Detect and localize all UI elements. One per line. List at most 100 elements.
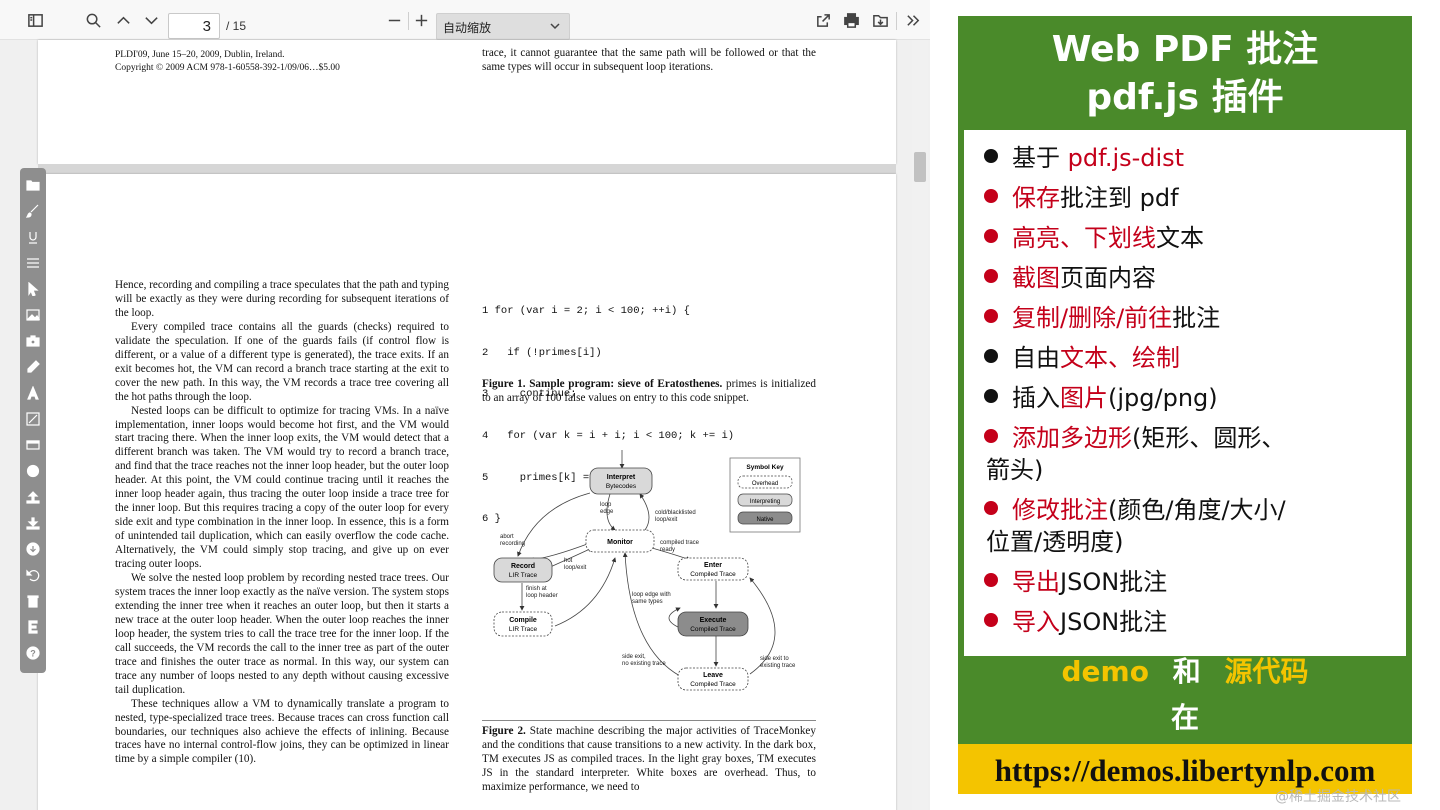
- code-line: 2 if (!primes[i]): [482, 346, 602, 359]
- watermark: @稀土掘金技术社区: [1275, 789, 1401, 805]
- arrow-down-circle-icon[interactable]: [26, 542, 40, 556]
- copyright-line: Copyright © 2009 ACM 978-1-60558-392-1/0…: [115, 62, 340, 73]
- paragraph: Nested loops can be difficult to optimiz…: [115, 404, 449, 571]
- print-icon[interactable]: [840, 9, 862, 31]
- open-file-icon[interactable]: [812, 9, 834, 31]
- chevron-up-icon[interactable]: [112, 9, 134, 31]
- scrollbar-thumb[interactable]: [914, 152, 926, 182]
- promo-title-line: pdf.js 插件: [1086, 77, 1284, 118]
- copyright-block: PLDI'09, June 15–20, 2009, Dublin, Irela…: [115, 49, 340, 74]
- pointer-icon[interactable]: [26, 281, 40, 297]
- feature-item: 保存批注到 pdf: [984, 178, 1179, 213]
- node-monitor: Monitor: [585, 529, 655, 553]
- line-icon[interactable]: [26, 412, 40, 426]
- paragraph: Every compiled trace contains all the gu…: [115, 320, 449, 403]
- code-line: 6 }: [482, 513, 501, 526]
- bullet-icon: [984, 269, 998, 283]
- circle-icon[interactable]: [26, 464, 40, 478]
- demo-word: demo: [1061, 655, 1149, 688]
- search-icon[interactable]: [82, 9, 104, 31]
- bullet-icon: [984, 309, 998, 323]
- node-label: Interpret: [607, 474, 636, 481]
- rectangle-icon[interactable]: [26, 438, 40, 452]
- text-icon[interactable]: [26, 385, 40, 400]
- pencil-icon[interactable]: [26, 360, 40, 374]
- feature-item-continued: 箭头): [986, 456, 1044, 484]
- node-label: Enter: [704, 562, 722, 569]
- node-label: Execute: [700, 617, 727, 624]
- download-icon[interactable]: [26, 516, 40, 530]
- toolbar-divider: [408, 12, 409, 30]
- pdf-page-2: [38, 40, 896, 164]
- node-sublabel: LIR Trace: [509, 626, 538, 633]
- trash-icon[interactable]: [26, 594, 40, 608]
- figure1-caption-body: primes is initialized to an array of 100…: [482, 378, 816, 404]
- zoom-in-icon[interactable]: [410, 9, 432, 31]
- export-icon[interactable]: [26, 620, 40, 634]
- paragraph: Hence, recording and compiling a trace s…: [115, 279, 449, 319]
- node-label: Leave: [703, 672, 723, 679]
- bullet-icon: [984, 429, 998, 443]
- source-word: 源代码: [1224, 655, 1309, 688]
- camera-icon[interactable]: [26, 334, 40, 348]
- promo-url-banner: https://demos.libertynlp.com: [958, 744, 1412, 794]
- feature-item: 复制/删除/前往批注: [984, 298, 1220, 333]
- help-icon[interactable]: ?: [26, 646, 40, 660]
- page-number-input[interactable]: [168, 13, 220, 39]
- image-icon[interactable]: [26, 308, 41, 322]
- annotation-toolbar: ?: [20, 168, 46, 673]
- key-native-label: Native: [756, 517, 774, 523]
- feature-item: 自由文本、绘制: [984, 338, 1180, 373]
- underline-icon[interactable]: [26, 230, 40, 244]
- zoom-out-icon[interactable]: [383, 9, 405, 31]
- paragraph: We solve the nested loop problem by reco…: [115, 572, 449, 696]
- feature-item: 截图页面内容: [984, 258, 1156, 293]
- node-leave: Leave Compiled Trace: [677, 667, 749, 691]
- brush-icon[interactable]: [25, 204, 40, 218]
- feature-item: 基于 pdf.js-dist: [984, 138, 1184, 173]
- undo-icon[interactable]: [26, 568, 40, 582]
- figure2-caption-title: Figure 2.: [482, 725, 526, 737]
- node-interpret: Interpret Bytecodes: [589, 467, 653, 495]
- state-machine-diagram: Interpret Bytecodes Monitor Record LIR T…: [493, 450, 801, 691]
- figure2-caption-body: State machine describing the major activ…: [482, 725, 816, 793]
- svg-text:?: ?: [30, 649, 36, 659]
- promo-demo-line: demo 和 源代码: [958, 650, 1412, 690]
- key-interpreting-label: Interpreting: [750, 499, 780, 505]
- promo-url-link[interactable]: https://demos.libertynlp.com: [994, 753, 1376, 788]
- save-icon[interactable]: [869, 9, 891, 31]
- sidebar-toggle-icon[interactable]: [24, 9, 46, 31]
- node-compile: Compile LIR Trace: [493, 611, 553, 637]
- folder-icon[interactable]: [26, 178, 40, 192]
- list-icon[interactable]: [26, 256, 40, 270]
- node-enter: Enter Compiled Trace: [677, 557, 749, 581]
- vertical-scrollbar[interactable]: [912, 40, 928, 810]
- feature-list: 基于 pdf.js-dist 保存批注到 pdf 高亮、下划线文本 截图页面内容…: [962, 128, 1408, 658]
- feature-item: 导出JSON批注: [984, 562, 1167, 597]
- bullet-icon: [984, 149, 998, 163]
- code-line: 3 continue;: [482, 388, 577, 401]
- chevron-down-icon[interactable]: [140, 9, 162, 31]
- upload-icon[interactable]: [26, 490, 40, 504]
- figure2-caption: Figure 2. State machine describing the m…: [482, 724, 816, 794]
- viewer-toolbar: / 15 自动缩放: [0, 0, 930, 40]
- symbol-key: Symbol Key Overhead Interpreting Native: [729, 457, 801, 533]
- toolbar-divider: [896, 12, 897, 30]
- symbol-key-title: Symbol Key: [746, 464, 784, 471]
- figure-rule: [482, 720, 816, 721]
- more-tools-icon[interactable]: [902, 9, 924, 31]
- chevron-down-icon: [550, 23, 560, 30]
- bullet-icon: [984, 613, 998, 627]
- left-column-text: Hence, recording and compiling a trace s…: [115, 279, 449, 767]
- node-record: Record LIR Trace: [493, 557, 553, 583]
- edge-label: side exit,no existing trace: [622, 654, 666, 667]
- zoom-select[interactable]: 自动缩放: [436, 13, 570, 40]
- promo-title-line: Web PDF 批注: [1051, 29, 1319, 70]
- code-line: 1 for (var i = 2; i < 100; ++i) {: [482, 304, 690, 317]
